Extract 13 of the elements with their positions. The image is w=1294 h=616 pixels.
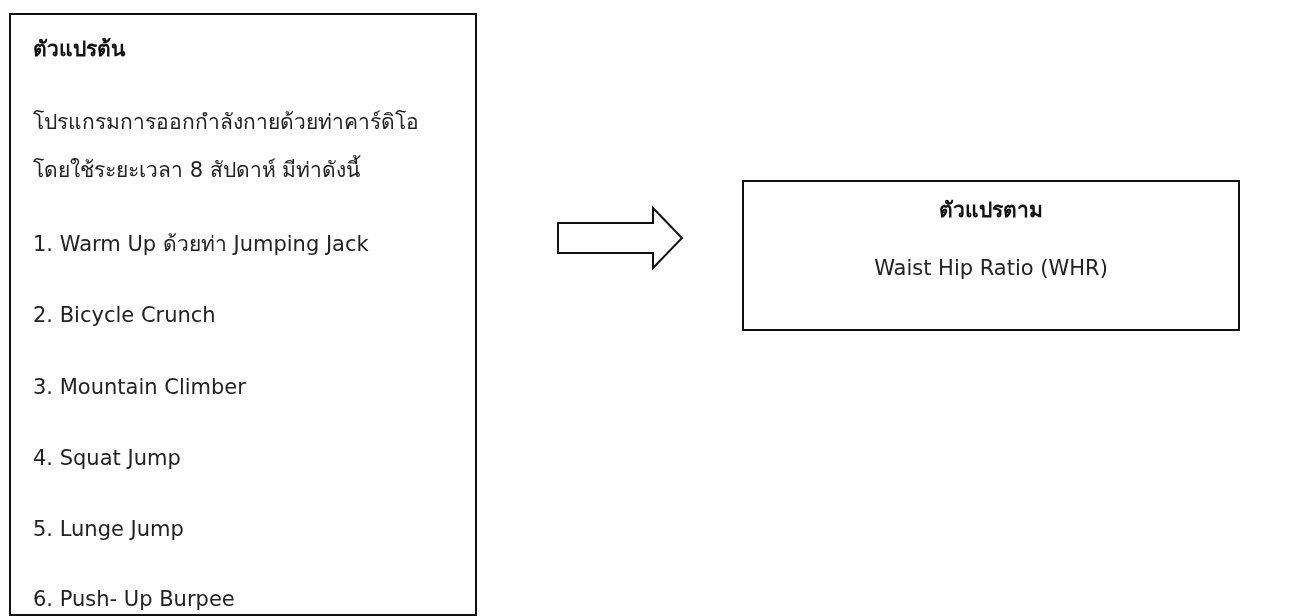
variable-box <box>9 13 477 616</box>
block-arrow <box>557 205 684 271</box>
box-text: 3. Mountain Climber <box>33 374 246 401</box>
box-heading: ตัวแปรต้น <box>33 36 127 63</box>
box-text: 2. Bicycle Crunch <box>33 302 216 329</box>
box-text: Waist Hip Ratio (WHR) <box>873 255 1109 282</box>
box-heading: ตัวแปรตาม <box>938 197 1044 224</box>
box-text: 1. Warm Up ด้วยท่า Jumping Jack <box>33 231 369 258</box>
variable-box <box>742 180 1240 331</box>
box-text: โปรแกรมการออกกำลังกายด้วยท่าคาร์ดิโอ โดยใช้ระยะเวลา 8 สัปดาห์ มีท่าดังนี้ <box>33 109 420 184</box>
box-text: 5. Lunge Jump <box>33 516 184 543</box>
box-text: 6. Push- Up Burpee <box>33 586 235 613</box>
box-text: 4. Squat Jump <box>33 445 181 472</box>
